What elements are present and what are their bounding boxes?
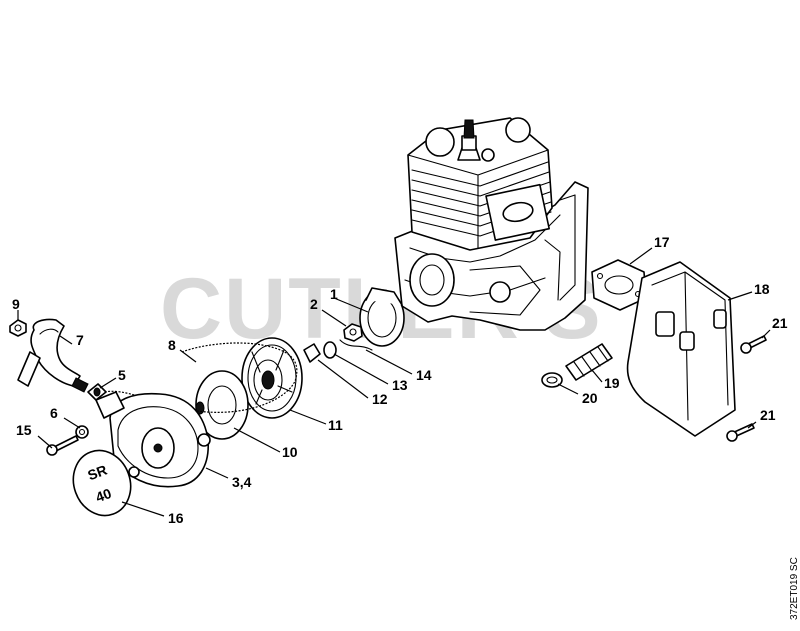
callout-20: 20: [582, 390, 598, 406]
part-9-nut: [9, 319, 27, 337]
callout-21-lower: 21: [760, 407, 776, 423]
callout-14: 14: [416, 367, 432, 383]
callout-7: 7: [76, 332, 84, 348]
callout-5: 5: [118, 367, 126, 383]
part-13-washer: [323, 341, 337, 359]
part-3-4-fan-housing: [95, 391, 211, 488]
part-14-spring-clip: [339, 339, 373, 351]
svg-text:SR: SR: [85, 462, 109, 484]
callout-15: 15: [16, 422, 32, 438]
drawing-code: 372ET019 SC: [789, 557, 800, 620]
callout-1: 1: [330, 286, 338, 302]
callout-8: 8: [168, 337, 176, 353]
part-8-starter-rope: [103, 342, 298, 413]
part-11-rope-rotor: [241, 337, 303, 419]
callout-21-upper: 21: [772, 315, 788, 331]
part-2-nut: [343, 323, 363, 342]
part-5-rope-guide: [87, 383, 107, 401]
part-6-screw: [75, 425, 89, 439]
callout-18: 18: [754, 281, 770, 297]
part-16-decal: SR 40: [72, 449, 132, 517]
part-7-starter-grip: [17, 318, 89, 393]
callout-13: 13: [392, 377, 408, 393]
svg-text:40: 40: [93, 485, 113, 505]
part-12-pawl: [303, 343, 321, 363]
callout-12: 12: [372, 391, 388, 407]
callout-9: 9: [12, 296, 20, 312]
engine-cylinder-assembly: [394, 117, 589, 331]
callout-16: 16: [168, 510, 184, 526]
part-15-screw: [46, 435, 79, 456]
part-19-spark-arrestor: [565, 343, 613, 381]
callout-labels: 1 2 3,4 5 6 7 8 9 10 11 12 13 14 15 16 1…: [12, 234, 788, 526]
part-18-muffler: [626, 261, 736, 437]
callout-6: 6: [50, 405, 58, 421]
callout-3-4: 3,4: [232, 474, 252, 490]
callout-10: 10: [282, 444, 298, 460]
part-21-screw-upper: [740, 335, 767, 354]
part-20-clip: [541, 372, 563, 388]
callout-17: 17: [654, 234, 670, 250]
callout-19: 19: [604, 375, 620, 391]
leader-lines: [17, 247, 771, 517]
part-1-pawl-carrier: [359, 287, 405, 347]
callout-2: 2: [310, 296, 318, 312]
callout-11: 11: [328, 417, 343, 433]
